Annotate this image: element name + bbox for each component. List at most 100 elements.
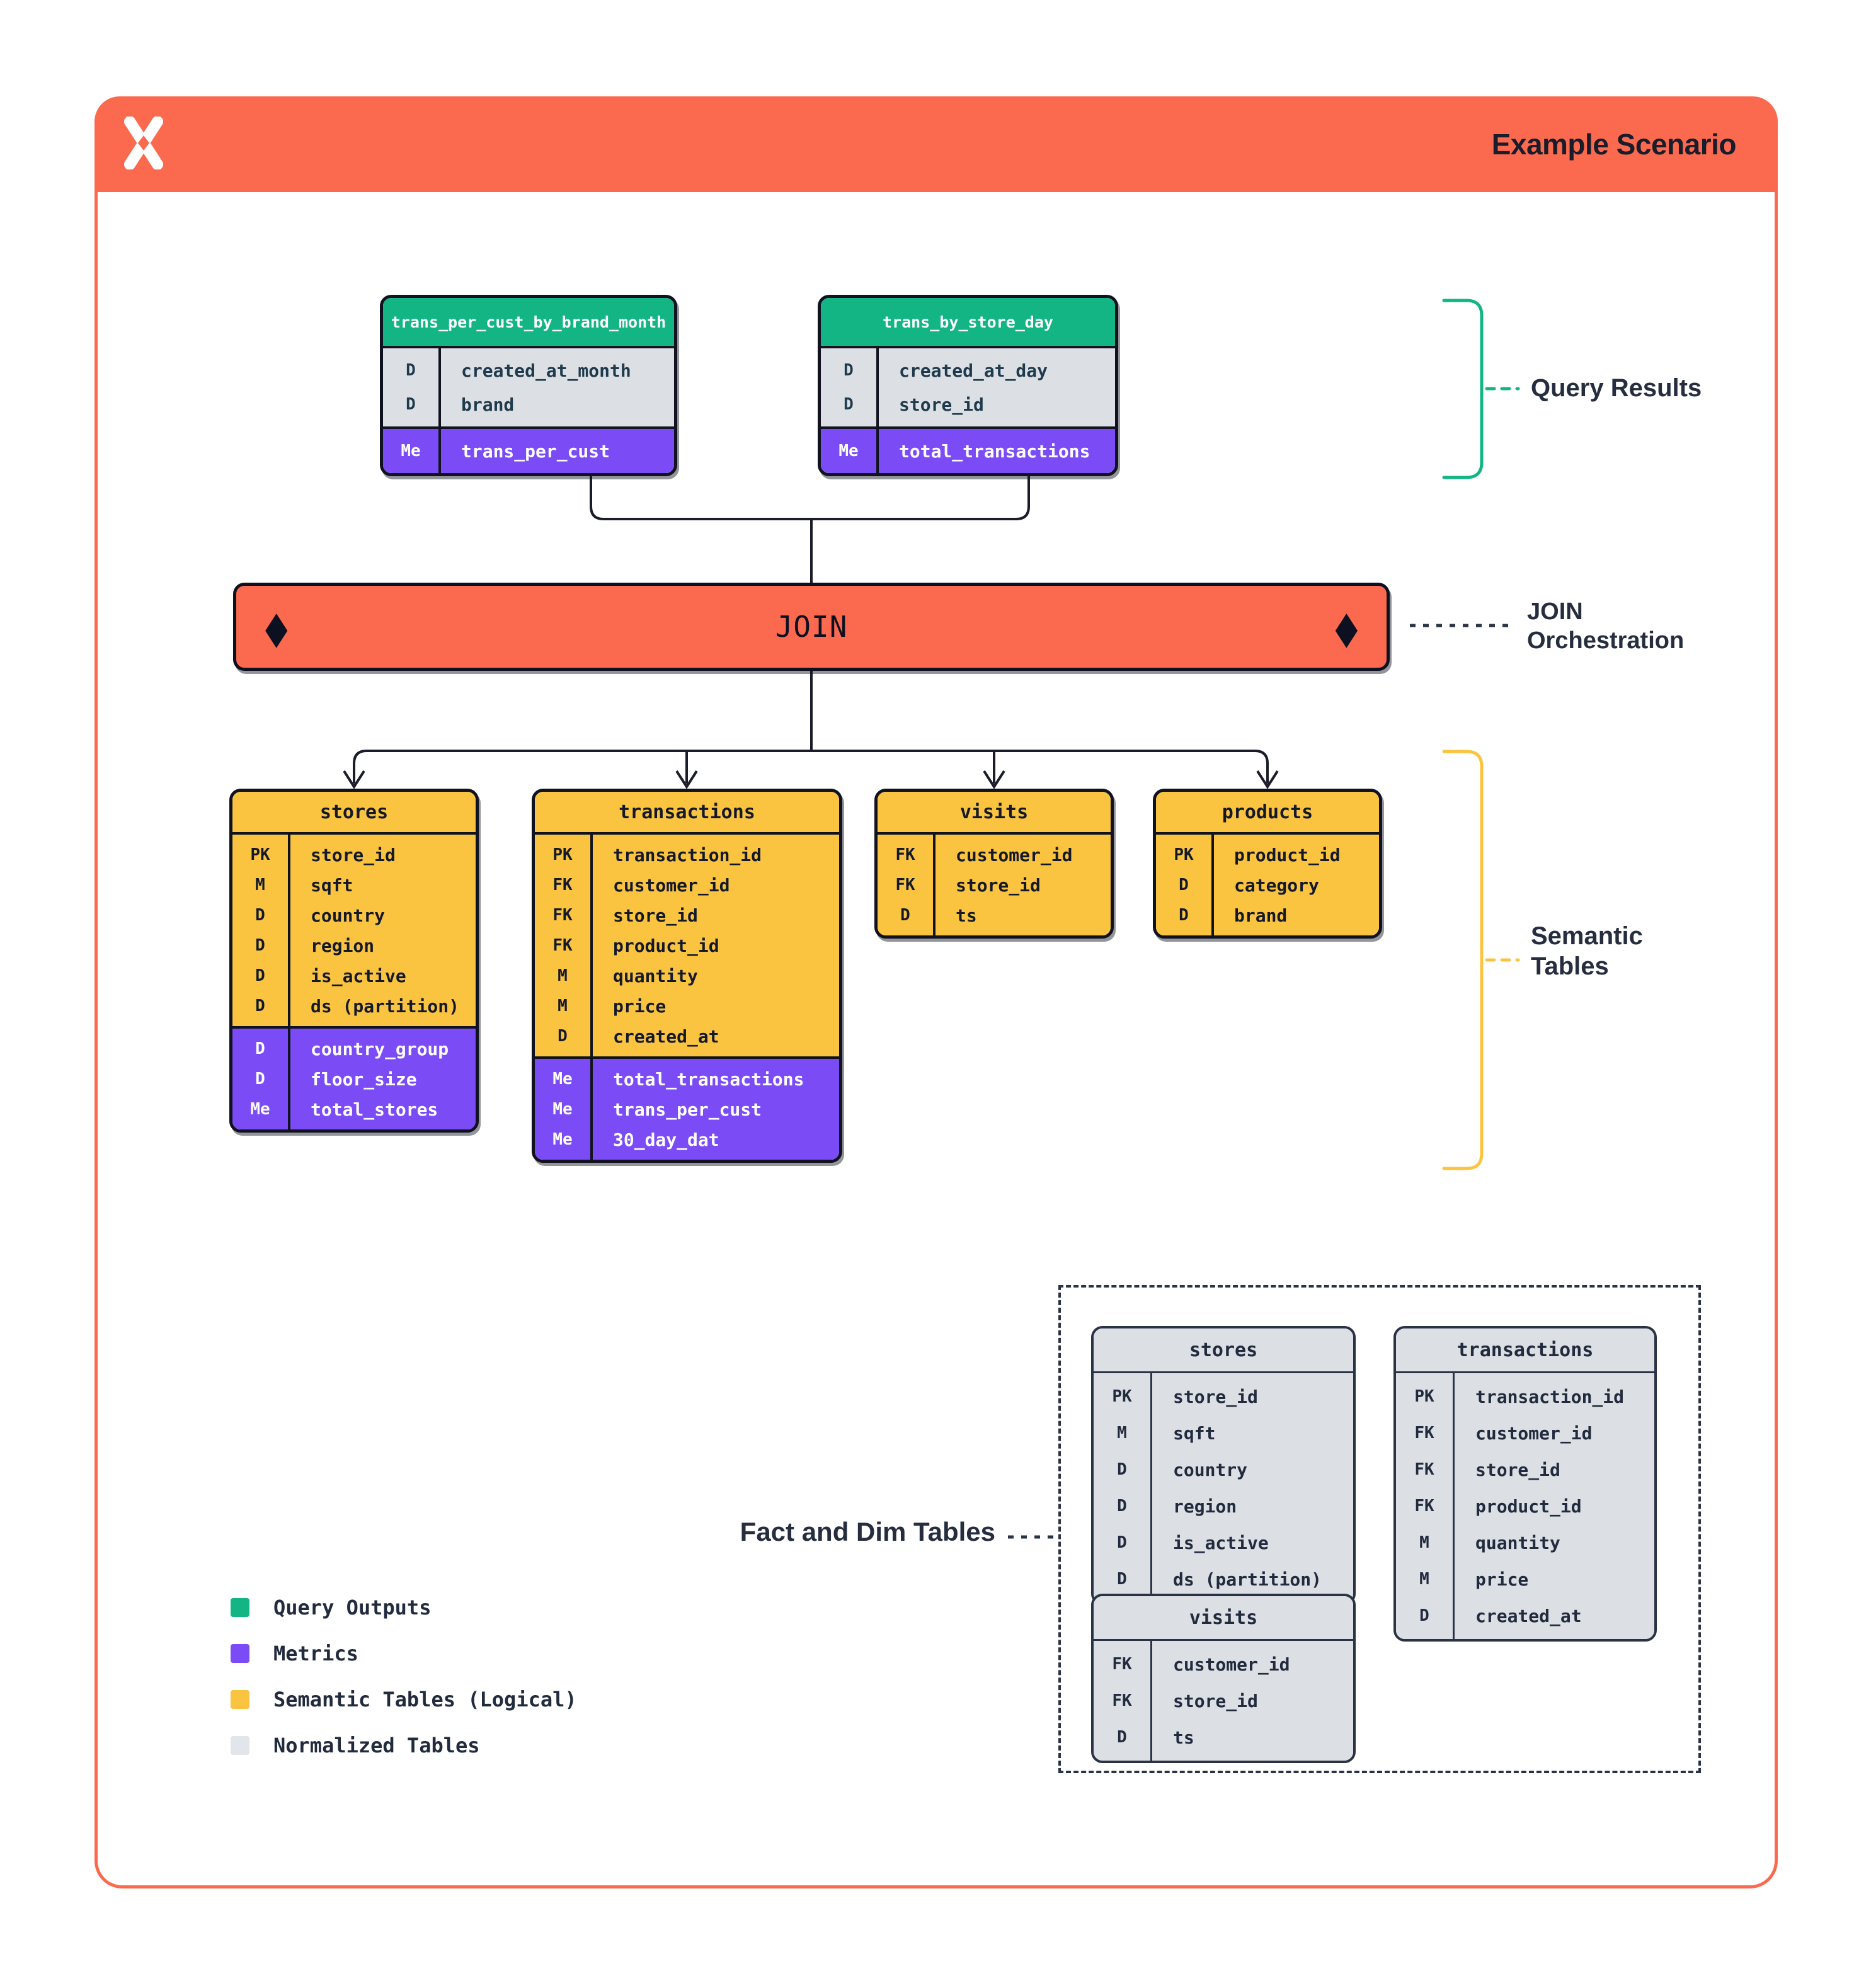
row-key-label: D — [255, 966, 265, 985]
table-title: stores — [232, 792, 476, 832]
legend-item: Semantic Tables (Logical) — [231, 1686, 577, 1713]
row-key-label: Me — [250, 1100, 270, 1119]
table-row: Me total_transactions — [535, 1064, 839, 1094]
row-key-label: D — [1117, 1460, 1127, 1479]
row-key-label: D — [255, 1039, 265, 1058]
row-field-name: price — [1475, 1568, 1529, 1590]
join-orchestration-label: JOIN Orchestration — [1527, 598, 1685, 654]
row-field-name: store_id — [899, 394, 984, 415]
row-field-name: store_id — [1173, 1386, 1258, 1407]
join-label: JOIN — [775, 610, 848, 644]
row-key-label: PK — [1414, 1387, 1434, 1406]
row-key-label: D — [406, 395, 416, 414]
row-key-label: Me — [552, 1070, 573, 1088]
row-key-label: D — [1179, 906, 1189, 925]
row-field-name: total_stores — [311, 1099, 438, 1120]
row-field-name: trans_per_cust — [613, 1099, 762, 1120]
row-field-name: created_at — [613, 1025, 719, 1047]
row-field-name: total_transactions — [899, 440, 1090, 462]
row-field-name: ts — [1173, 1727, 1194, 1748]
row-key-label: D — [1117, 1497, 1127, 1516]
legend-color-swatch — [231, 1598, 249, 1617]
table-row: FK product_id — [535, 930, 839, 961]
row-key-label: PK — [1174, 845, 1194, 864]
row-field-name: product_id — [1234, 844, 1341, 865]
row-field-name: 30_day_dat — [613, 1129, 719, 1150]
row-field-name: product_id — [613, 935, 719, 956]
row-key-label: FK — [895, 845, 915, 864]
page-title: Example Scenario — [1491, 128, 1737, 161]
legend-item: Metrics — [231, 1640, 577, 1667]
row-field-name: store_id — [1475, 1459, 1560, 1480]
table-row: FK store_id — [1396, 1451, 1654, 1488]
row-key-label: FK — [552, 936, 573, 955]
legend-label: Semantic Tables (Logical) — [273, 1688, 577, 1711]
row-key-label: FK — [1414, 1497, 1434, 1516]
row-field-name: total_transactions — [613, 1068, 804, 1090]
row-field-name: quantity — [613, 965, 698, 986]
legend-color-swatch — [231, 1690, 249, 1709]
query-results-label: Query Results — [1531, 374, 1702, 402]
row-key-label: FK — [552, 876, 573, 894]
table-title: visits — [878, 792, 1111, 832]
row-key-label: D — [1179, 876, 1189, 894]
row-field-name: sqft — [311, 874, 353, 896]
row-key-label: D — [558, 1027, 568, 1046]
row-field-name: category — [1234, 874, 1319, 896]
row-key-label: Me — [552, 1100, 573, 1119]
row-key-label: PK — [250, 845, 270, 864]
row-key-label: D — [1419, 1606, 1429, 1625]
row-field-name: store_id — [956, 874, 1041, 896]
dagster-x-logo-icon — [123, 116, 164, 173]
row-key-label: D — [255, 936, 265, 955]
row-key-label: M — [558, 966, 568, 985]
fact-dim-tables-box — [1058, 1285, 1701, 1773]
row-key-label: FK — [552, 906, 573, 925]
row-field-name: brand — [461, 394, 515, 415]
row-field-name: transaction_id — [613, 844, 762, 865]
row-key-label: PK — [552, 845, 573, 864]
legend-label: Normalized Tables — [273, 1734, 480, 1757]
row-field-name: country_group — [311, 1038, 449, 1060]
fact-dim-tables-label: Fact and Dim Tables — [740, 1517, 995, 1546]
legend-item: Normalized Tables — [231, 1732, 577, 1759]
row-key-label: M — [1419, 1570, 1429, 1589]
row-key-label: FK — [1414, 1460, 1434, 1479]
